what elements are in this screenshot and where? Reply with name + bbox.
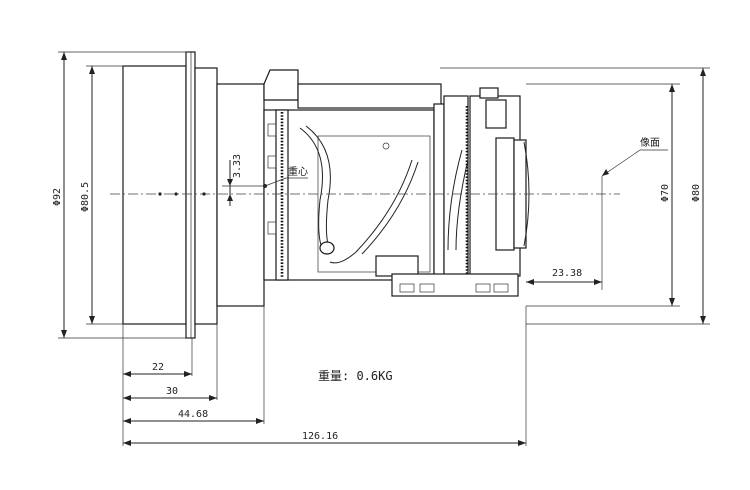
dim-focal-23-38: 23.38 bbox=[526, 268, 602, 285]
lens-body bbox=[122, 51, 530, 339]
main-barrel bbox=[263, 109, 435, 281]
rear-module bbox=[443, 95, 469, 283]
svg-text:30: 30 bbox=[166, 386, 178, 397]
svg-text:22: 22 bbox=[152, 362, 164, 373]
svg-text:23.38: 23.38 bbox=[552, 268, 582, 279]
svg-text:44.68: 44.68 bbox=[178, 409, 208, 420]
mounting-plate bbox=[391, 273, 519, 297]
dim-length-30: 30 bbox=[123, 386, 217, 401]
svg-text:Φ80.5: Φ80.5 bbox=[80, 182, 91, 212]
dim-length-126-16: 126.16 bbox=[123, 431, 526, 446]
cable bbox=[299, 127, 325, 253]
bottom-dimensions: 22 30 44.68 126.16 bbox=[122, 306, 527, 446]
weight-note: 重量: 0.6KG bbox=[318, 369, 393, 383]
focus-ring-2 bbox=[433, 103, 445, 283]
dim-offset-3-33: 3.33 bbox=[222, 154, 266, 206]
rear-housing bbox=[194, 67, 218, 325]
svg-text:3.33: 3.33 bbox=[232, 154, 243, 178]
housing-step bbox=[216, 83, 265, 307]
svg-text:Φ80: Φ80 bbox=[691, 184, 702, 202]
image-plane-callout: 像面 bbox=[601, 137, 668, 290]
dim-length-22: 22 bbox=[123, 362, 192, 377]
svg-text:Φ70: Φ70 bbox=[660, 184, 671, 202]
upper-housing bbox=[297, 83, 442, 109]
dim-diameter-80: Φ80 bbox=[440, 67, 710, 325]
dim-length-44-68: 44.68 bbox=[123, 409, 264, 424]
dim-diameter-92: Φ92 bbox=[52, 51, 190, 339]
svg-text:重心: 重心 bbox=[288, 165, 308, 178]
motor-block bbox=[263, 69, 299, 101]
mounting-flange bbox=[185, 51, 196, 339]
focus-ring-1 bbox=[275, 109, 289, 281]
dim-diameter-70: Φ70 bbox=[526, 83, 680, 307]
dim-diameter-80-5: Φ80.5 bbox=[80, 65, 124, 325]
svg-text:像面: 像面 bbox=[640, 137, 660, 149]
svg-text:Φ92: Φ92 bbox=[52, 188, 63, 206]
center-of-gravity-callout: 重心 bbox=[264, 165, 308, 187]
svg-text:126.16: 126.16 bbox=[302, 431, 338, 442]
lower-bracket bbox=[375, 255, 419, 277]
